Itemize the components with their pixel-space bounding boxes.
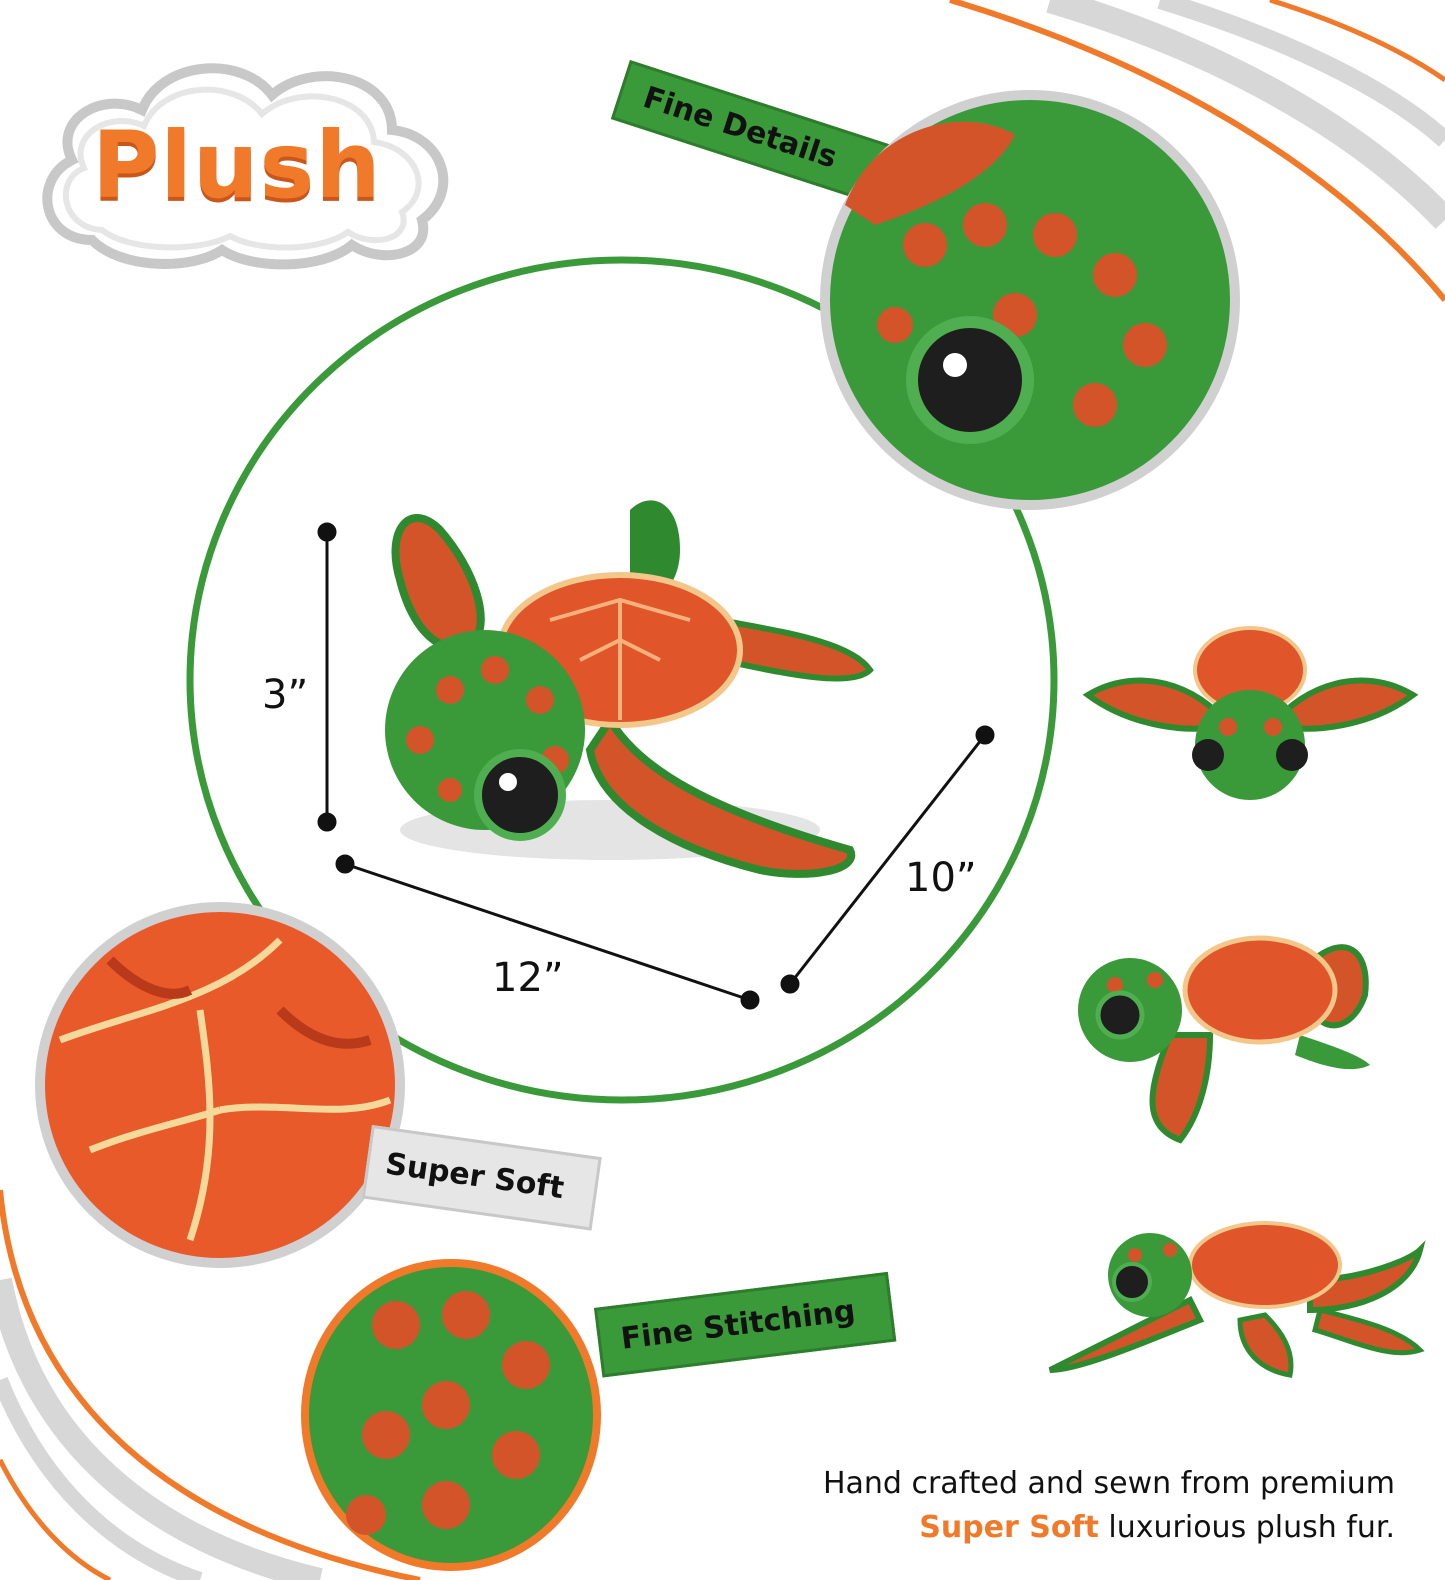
turtle-angle-view-image (1048, 1221, 1426, 1378)
caption-highlight: Super Soft (919, 1510, 1099, 1545)
fine-stitching-zoom-circle (301, 1259, 601, 1571)
cloud-icon (42, 63, 449, 270)
turtle-side-view-image (1078, 935, 1370, 1144)
turtle-front-view-image (1082, 626, 1419, 800)
caption-line-2-rest: luxurious plush fur. (1098, 1510, 1395, 1545)
caption-line-2: Super Soft luxurious plush fur. (635, 1506, 1395, 1550)
product-caption: Hand crafted and sewn from premium Super… (635, 1462, 1395, 1550)
length-dimension-label: 12” (492, 955, 564, 1001)
fine-details-zoom-circle (820, 90, 1240, 510)
width-dimension-label: 10” (905, 855, 977, 901)
super-soft-zoom-circle (35, 902, 405, 1268)
caption-line-1: Hand crafted and sewn from premium (822, 1466, 1395, 1501)
sea-turtle-main-image (385, 500, 874, 878)
height-dimension-label: 3” (262, 672, 309, 718)
plush-badge-label: Plush (92, 112, 382, 219)
